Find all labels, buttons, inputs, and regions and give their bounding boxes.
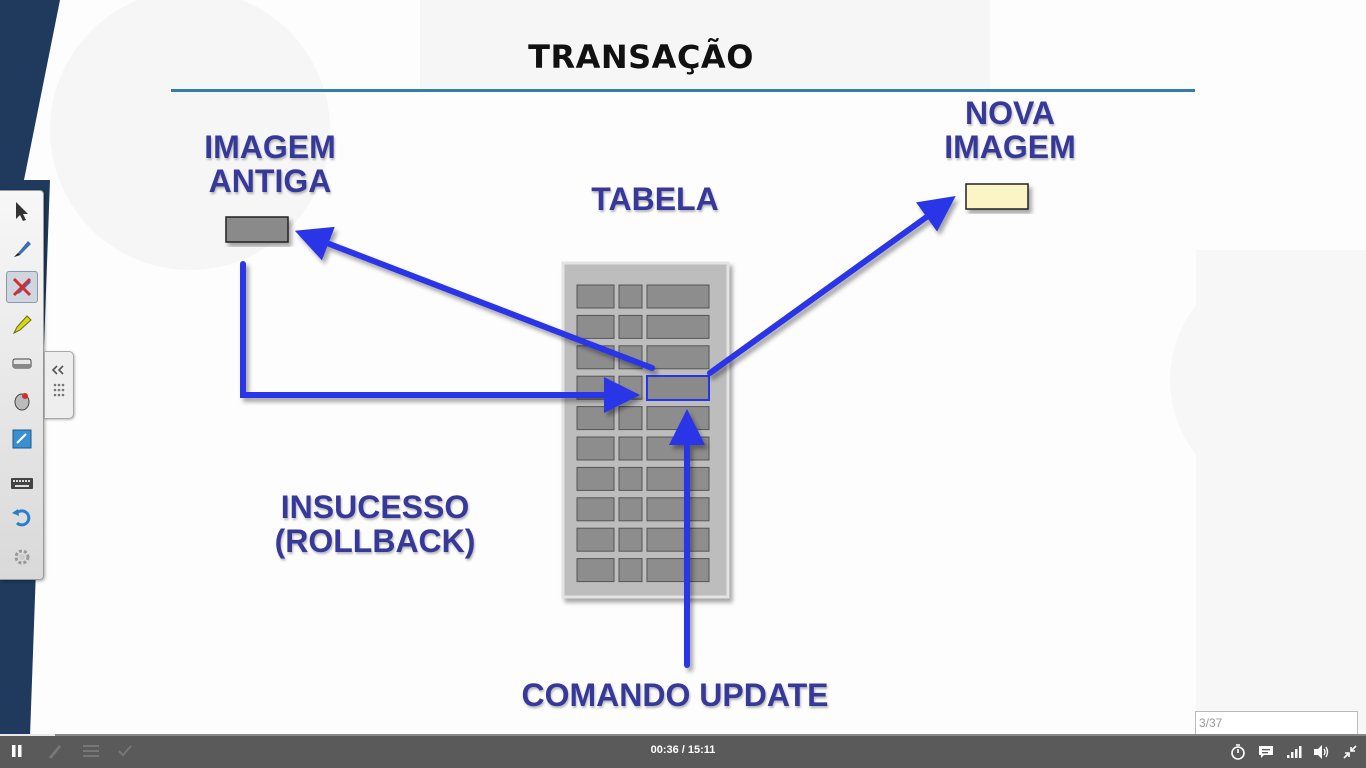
collapse-icon[interactable] [1340,742,1360,762]
old-image-label: IMAGEM ANTIGA [204,129,336,199]
pointer-icon[interactable] [6,195,38,227]
table-cell [576,436,615,461]
progress-fill [0,734,55,737]
table-cell [576,527,615,552]
table-cell [646,284,710,309]
time-readout: 00:36 / 15:11 [650,744,716,756]
pen-icon[interactable] [44,742,66,760]
settings-icon[interactable] [6,541,38,573]
timer-icon[interactable] [1228,742,1248,762]
table-cell [576,558,615,583]
selected-row-cell [646,375,710,401]
table-cell [646,466,710,491]
volume-icon[interactable] [1312,742,1332,762]
check-icon[interactable] [114,742,136,760]
table-cell [646,527,710,552]
slide-title: TRANSAÇÃO [528,38,754,76]
table-label: TABELA [591,181,719,217]
arrows [240,195,956,668]
table-cell [618,558,643,583]
rollback-label: INSUCESSO (ROLLBACK) [274,489,476,559]
play-pause-icon[interactable] [8,742,26,760]
table-cell [646,345,710,370]
undo-icon[interactable] [6,501,38,533]
table-cell [618,436,643,461]
table-cell [618,466,643,491]
toolbar-collapse-handle[interactable] [44,351,74,419]
table-cell [576,406,615,431]
table-cell [646,406,710,431]
whiteboard-icon[interactable] [6,423,38,455]
menu-icon[interactable] [80,742,102,760]
table-cell [618,314,643,339]
arrow-to-old-image [294,226,655,371]
highlighter-icon[interactable] [6,309,38,341]
page-number-input[interactable]: 3/37 [1195,711,1358,735]
table-cell [646,314,710,339]
new-image-label: NOVA IMAGEM [944,95,1076,165]
table-cell [618,406,643,431]
table-cell [576,284,615,309]
old-image-box [225,216,289,243]
annotation-toolbar [0,190,44,580]
chat-icon[interactable] [1256,742,1276,762]
laser-icon[interactable] [6,385,38,417]
table-cell [618,497,643,522]
signal-icon[interactable] [1284,742,1304,762]
keyboard-icon[interactable] [6,467,38,499]
arrow-to-new-image [707,195,956,376]
update-command-label: COMANDO UPDATE [521,677,829,713]
table-cell [618,284,643,309]
table-cell [618,527,643,552]
slide-background [0,0,60,736]
table-cell [646,436,710,461]
pen-icon[interactable] [6,233,38,265]
progress-bar[interactable] [0,734,1366,737]
pen-eraser-icon[interactable] [6,271,38,303]
title-divider [171,89,1195,92]
arrow-rollback [240,261,640,413]
table-cell [646,497,710,522]
player-controlbar [0,736,1366,768]
eraser-icon[interactable] [6,347,38,379]
table-cell [576,497,615,522]
table-cell [576,314,615,339]
table-cell [576,466,615,491]
transaction-diagram [225,183,1029,668]
new-image-box [965,183,1029,210]
table-cell [646,558,710,583]
presentation-slide: TRANSAÇÃO IMAGEM ANTIGA [0,0,1358,736]
